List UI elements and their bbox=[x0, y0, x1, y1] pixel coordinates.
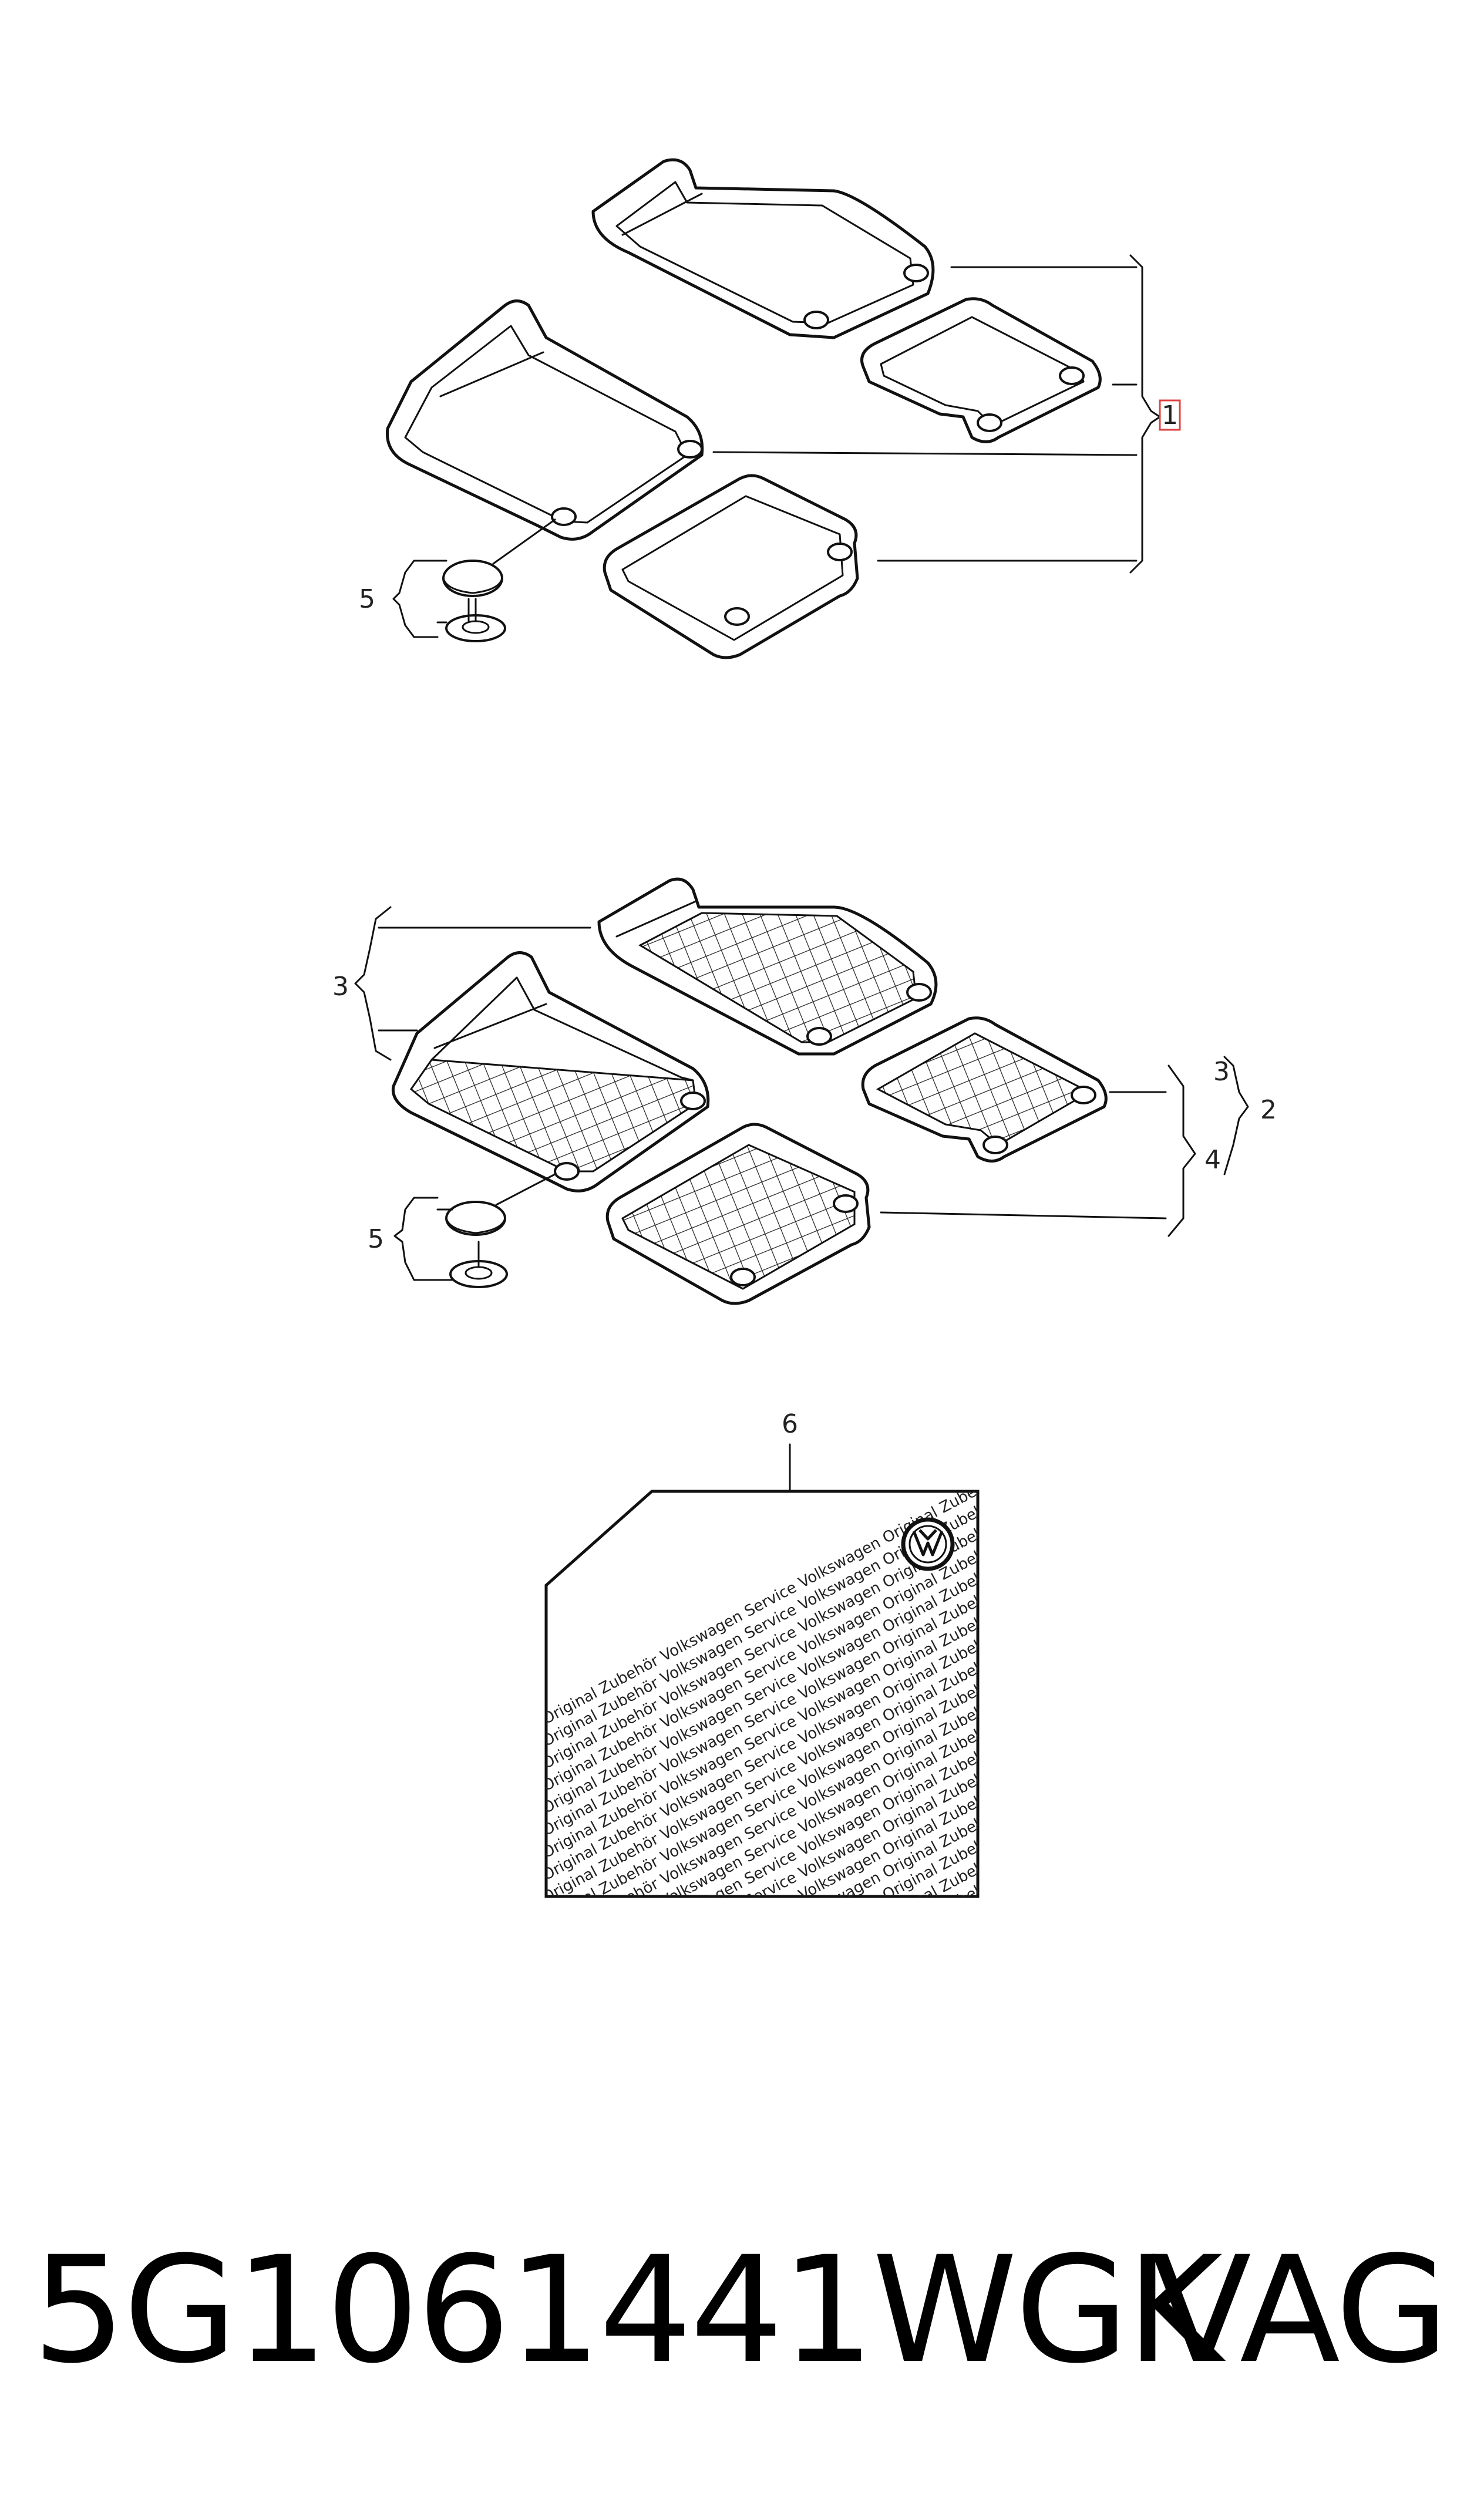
mat-grid-rear-right bbox=[861, 1016, 1108, 1163]
label-sticker: Original Zubehör Volkswagen Service Volk… bbox=[544, 1443, 980, 1898]
bracket-5-bottom bbox=[393, 1197, 453, 1281]
mat-grid-front-left-top bbox=[597, 877, 938, 1056]
mat-grid-front-right bbox=[605, 1123, 871, 1305]
fastener-clip-top bbox=[442, 518, 556, 597]
fastener-clip-bottom bbox=[445, 598, 506, 642]
callout-5-bottom[interactable]: 5 bbox=[368, 1224, 384, 1254]
callout-5-top[interactable]: 5 bbox=[359, 584, 375, 614]
mat-grid-front-left bbox=[391, 951, 710, 1192]
mat-rear-right-top bbox=[860, 297, 1102, 443]
callout-6[interactable]: 6 bbox=[782, 1409, 798, 1439]
bracket-3-4-right bbox=[880, 1056, 1249, 1237]
vw-logo-icon bbox=[901, 1517, 955, 1571]
mat-front-left-top bbox=[591, 158, 935, 339]
callout-3-left[interactable]: 3 bbox=[332, 972, 349, 1002]
bracket-3-left bbox=[354, 906, 591, 1061]
fastener-clip-grid-top bbox=[445, 1173, 556, 1236]
callout-3-right[interactable]: 3 bbox=[1213, 1057, 1230, 1087]
bracket-5-top bbox=[392, 560, 447, 638]
mat-set-grid bbox=[354, 877, 1249, 1305]
part-number: 5G1061441WGK bbox=[32, 2225, 1223, 2396]
svg-text:1: 1 bbox=[1162, 400, 1178, 430]
mat-front-left bbox=[385, 299, 704, 541]
brand-name: VAG bbox=[1151, 2225, 1449, 2396]
callout-1[interactable]: 1 bbox=[1159, 399, 1181, 431]
fastener-clip-grid-bottom bbox=[449, 1241, 508, 1288]
callout-2[interactable]: 2 bbox=[1260, 1095, 1277, 1125]
mat-set-plain bbox=[385, 158, 1161, 659]
mat-front-right bbox=[603, 474, 859, 659]
callout-4[interactable]: 4 bbox=[1204, 1145, 1221, 1175]
